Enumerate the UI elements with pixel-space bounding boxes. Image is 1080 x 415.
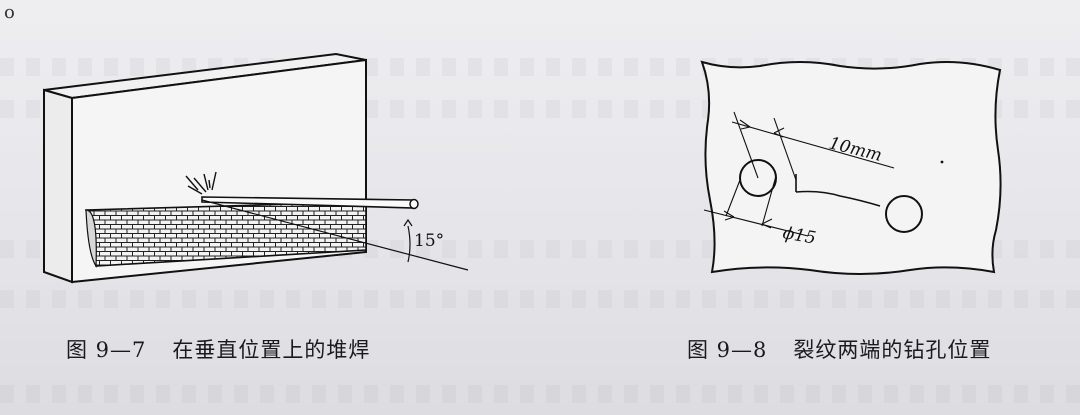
angle-arc bbox=[407, 225, 411, 263]
weld-start-edge bbox=[85, 209, 97, 268]
dia-extension-right bbox=[761, 175, 777, 227]
right-drill-hole bbox=[885, 195, 923, 233]
show-through-text bbox=[0, 385, 1080, 403]
plate-side-face bbox=[43, 88, 73, 284]
figure-number: 图 9—7 bbox=[66, 338, 147, 362]
figure-vertical-build-up-welding: 15° bbox=[36, 40, 496, 290]
plate-outline bbox=[700, 60, 1002, 275]
caption-figure-9-8: 图 9—8 裂纹两端的钻孔位置 bbox=[687, 334, 991, 364]
crack-plate-drawing: 10mm ϕ15 bbox=[700, 60, 1002, 275]
dim-line-10mm bbox=[731, 121, 895, 169]
dia-extension-left bbox=[725, 179, 741, 217]
dim-extension-right bbox=[773, 117, 797, 181]
speck bbox=[940, 160, 944, 164]
welding-plate-drawing: 15° bbox=[43, 52, 469, 284]
angle-label: 15° bbox=[414, 231, 444, 251]
figure-crack-drill-holes: 10mm ϕ15 bbox=[690, 40, 1020, 290]
arc-sparks-icon bbox=[185, 171, 217, 195]
electrode-end bbox=[409, 198, 419, 210]
figure-title: 在垂直位置上的堆焊 bbox=[172, 338, 371, 362]
figure-title: 裂纹两端的钻孔位置 bbox=[793, 338, 992, 362]
corner-mark: o bbox=[4, 2, 15, 23]
figure-number: 图 9—8 bbox=[687, 338, 768, 362]
angle-reference-line bbox=[201, 199, 469, 271]
show-through-text bbox=[0, 290, 1080, 308]
crack-line bbox=[795, 174, 881, 207]
dim-extension-left bbox=[733, 111, 759, 179]
dim-line-diameter bbox=[703, 209, 809, 237]
caption-figure-9-7: 图 9—7 在垂直位置上的堆焊 bbox=[66, 334, 370, 364]
